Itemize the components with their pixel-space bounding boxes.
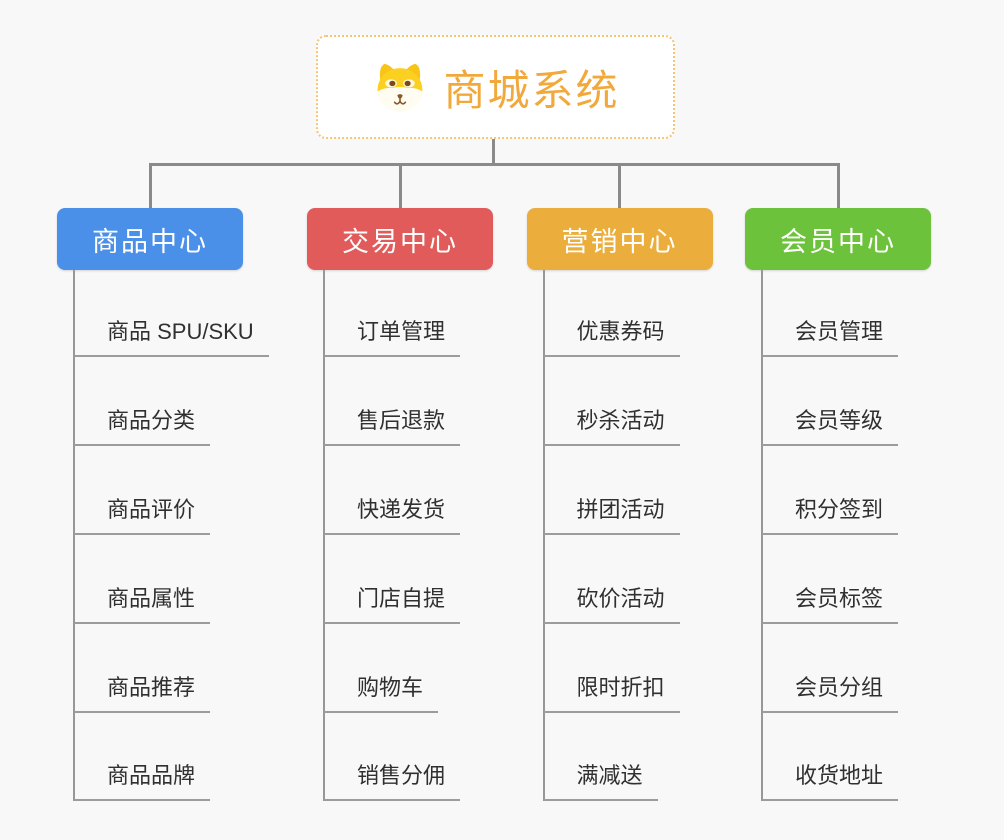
leaf-node[interactable]: 商品品牌 bbox=[74, 761, 211, 801]
branch-label: 商品中心 bbox=[92, 226, 208, 257]
branch-node-1[interactable]: 商品中心 bbox=[57, 208, 243, 270]
branch-label: 会员中心 bbox=[780, 226, 896, 257]
branch-label: 交易中心 bbox=[342, 226, 458, 257]
leaf-node[interactable]: 商品评价 bbox=[74, 495, 211, 535]
leaf-node[interactable]: 限时折扣 bbox=[543, 673, 680, 713]
connector-branch-trunk bbox=[323, 270, 325, 801]
branch-label: 营销中心 bbox=[561, 226, 678, 257]
leaf-node[interactable]: 会员标签 bbox=[762, 584, 899, 624]
connector-horizontal-bus bbox=[149, 163, 840, 166]
root-title: 商城系统 bbox=[443, 66, 620, 114]
branch-node-2[interactable]: 交易中心 bbox=[307, 208, 493, 270]
leaf-node[interactable]: 快递发货 bbox=[324, 495, 461, 535]
connector-branch-trunk bbox=[761, 270, 763, 801]
leaf-node[interactable]: 门店自提 bbox=[324, 584, 461, 624]
leaf-node[interactable]: 销售分佣 bbox=[324, 761, 461, 801]
leaf-node[interactable]: 会员分组 bbox=[762, 673, 899, 713]
shiba-dog-icon bbox=[371, 61, 429, 113]
root-node[interactable]: 商城系统 bbox=[316, 35, 675, 139]
leaf-node[interactable]: 商品属性 bbox=[74, 584, 211, 624]
branch-node-3[interactable]: 营销中心 bbox=[526, 208, 713, 270]
leaf-node[interactable]: 售后退款 bbox=[324, 406, 461, 446]
leaf-node[interactable]: 商品推荐 bbox=[74, 673, 211, 713]
leaf-node[interactable]: 积分签到 bbox=[762, 495, 899, 535]
leaf-node[interactable]: 秒杀活动 bbox=[543, 406, 680, 446]
branch-node-4[interactable]: 会员中心 bbox=[745, 208, 931, 270]
leaf-node[interactable]: 商品分类 bbox=[74, 406, 211, 446]
connector-branch-drop bbox=[148, 163, 152, 209]
leaf-node[interactable]: 拼团活动 bbox=[543, 495, 680, 535]
connector-branch-drop bbox=[836, 163, 840, 209]
connector-branch-drop bbox=[398, 163, 402, 209]
leaf-node[interactable]: 满减送 bbox=[543, 761, 658, 801]
leaf-node[interactable]: 订单管理 bbox=[324, 317, 461, 357]
leaf-node[interactable]: 购物车 bbox=[324, 673, 439, 713]
connector-branch-trunk bbox=[73, 270, 75, 801]
leaf-node[interactable]: 会员等级 bbox=[762, 406, 899, 446]
leaf-node[interactable]: 砍价活动 bbox=[543, 584, 680, 624]
leaf-node[interactable]: 商品 SPU/SKU bbox=[74, 317, 269, 357]
leaf-node[interactable]: 优惠券码 bbox=[543, 317, 680, 357]
leaf-node[interactable]: 收货地址 bbox=[762, 761, 899, 801]
connector-branch-trunk bbox=[542, 270, 545, 801]
connector-root-drop bbox=[492, 139, 495, 164]
leaf-node[interactable]: 会员管理 bbox=[762, 317, 899, 357]
connector-branch-drop bbox=[618, 163, 621, 209]
